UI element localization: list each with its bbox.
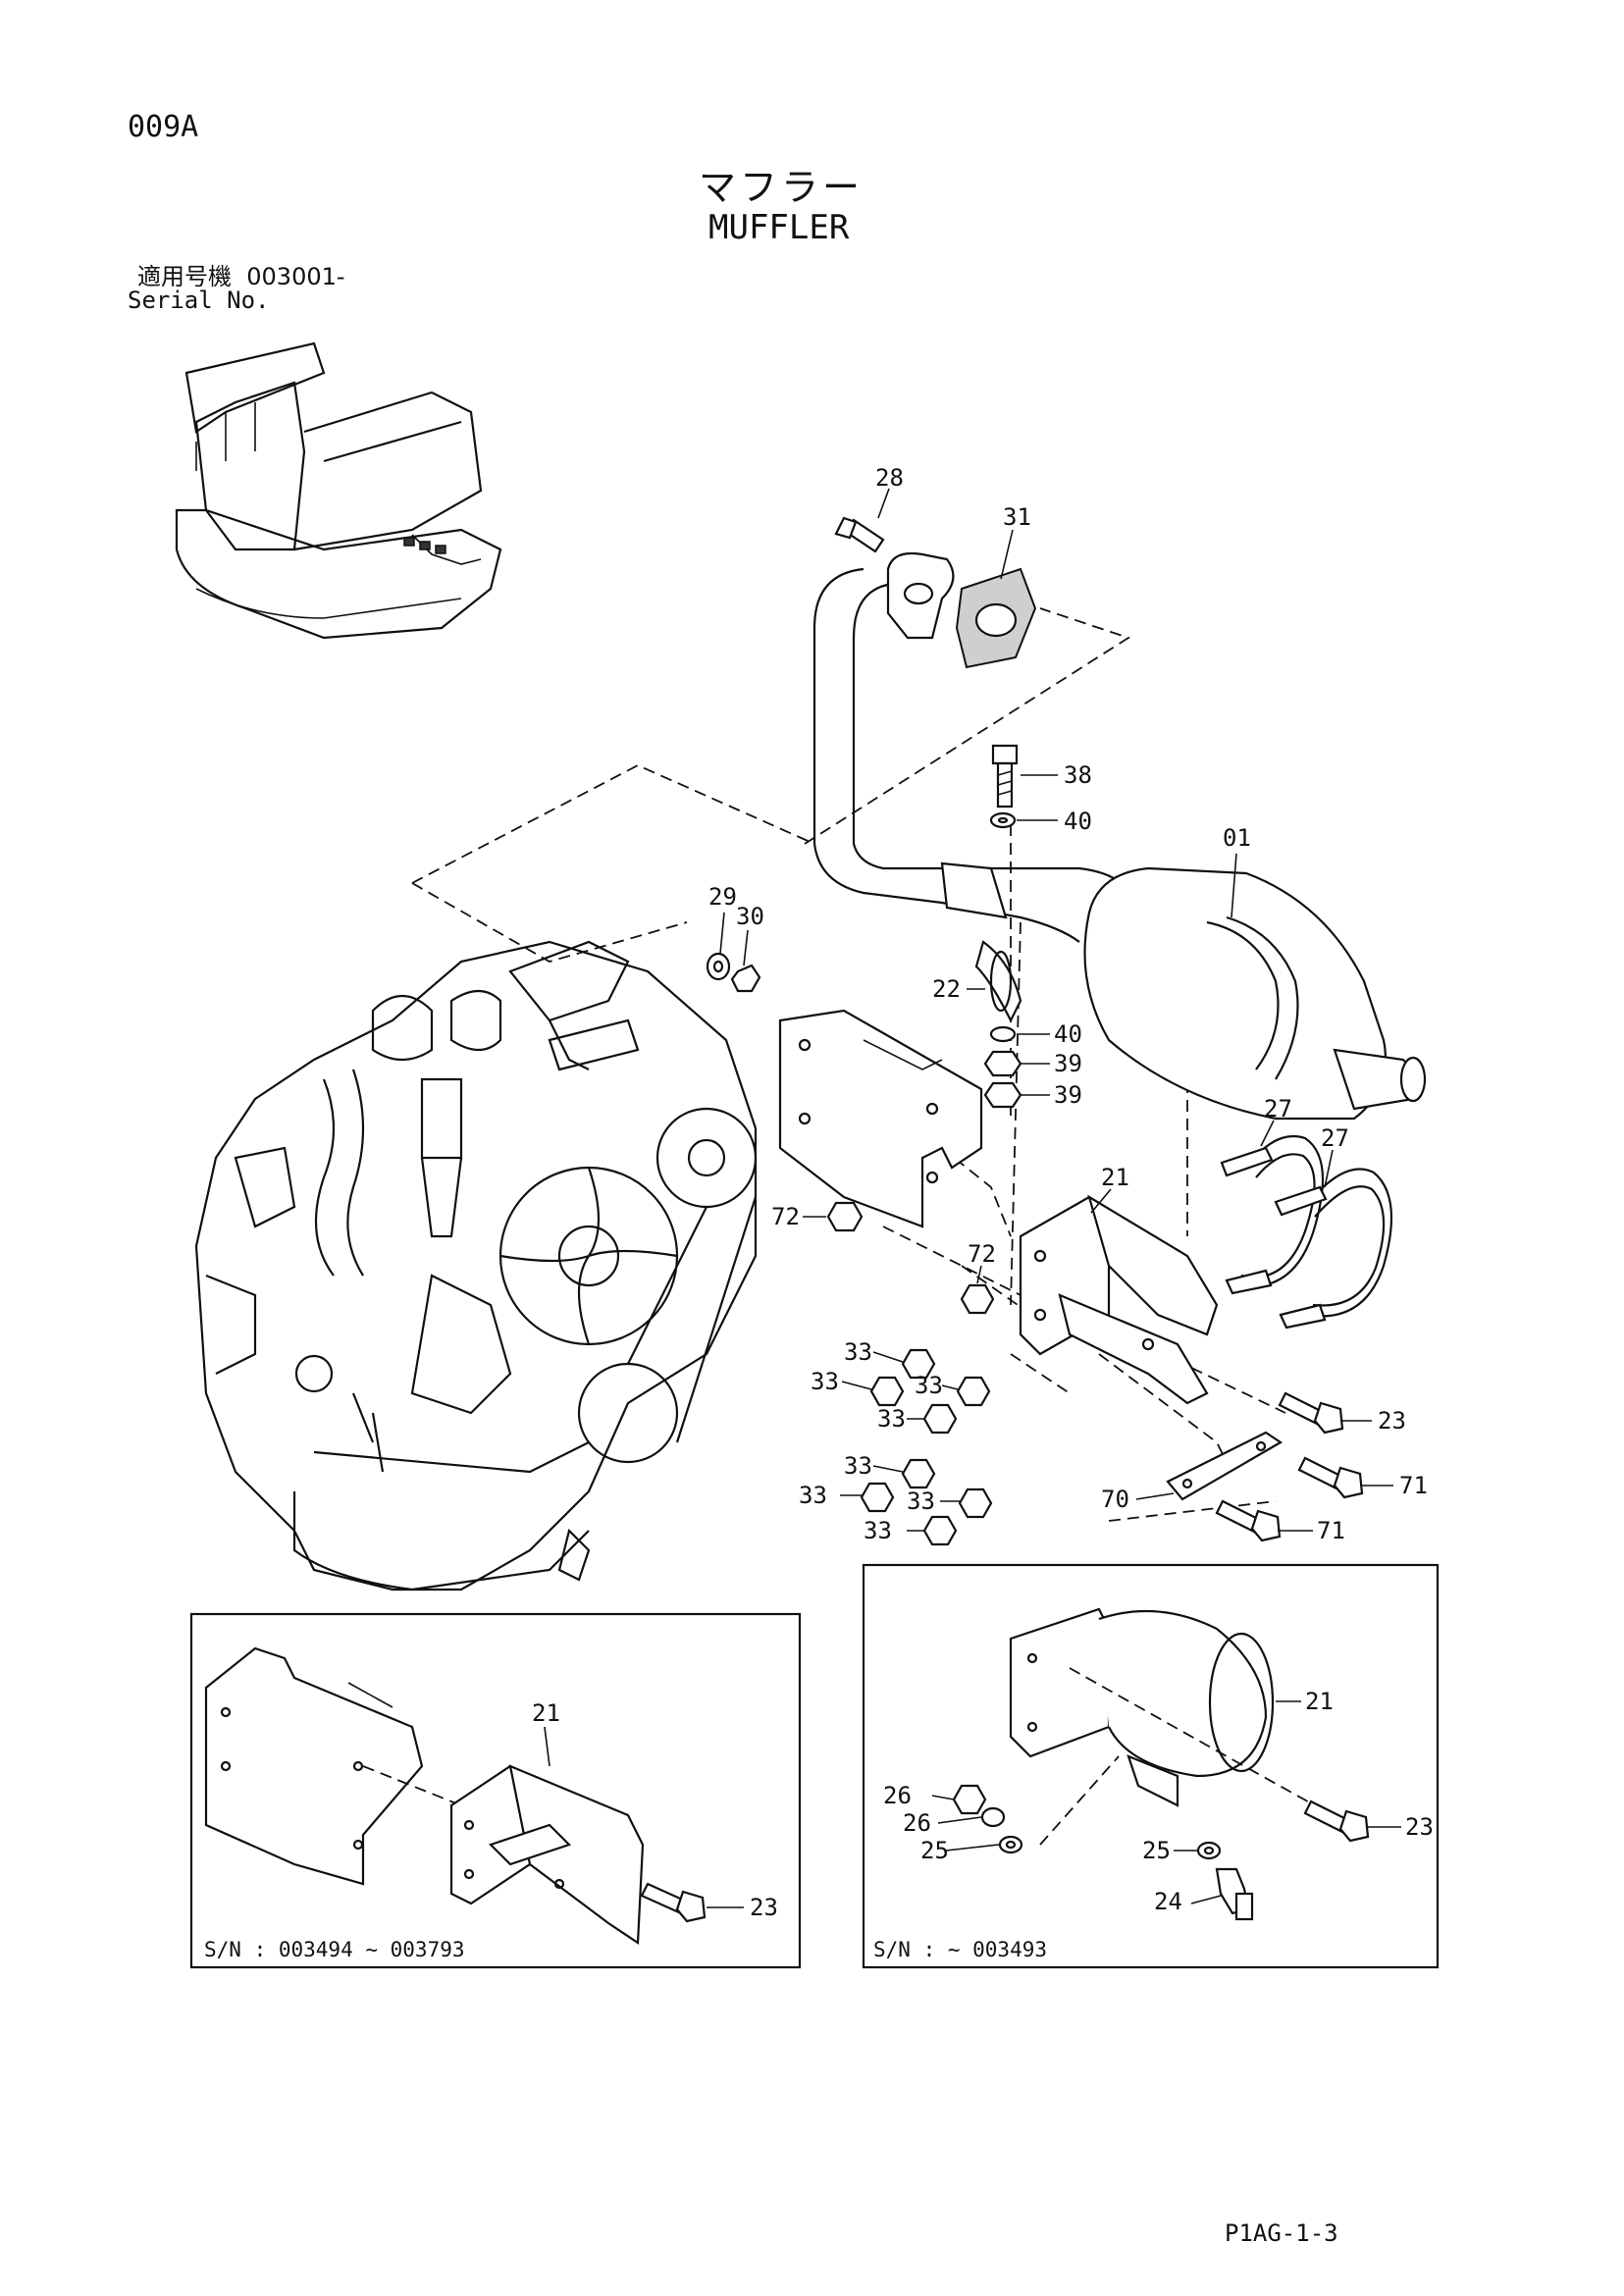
serial-label-en: Serial No. — [128, 287, 270, 314]
clamp-22 — [974, 940, 1022, 1023]
callout-33-e: 33 — [844, 1452, 872, 1480]
callout-33-g: 33 — [907, 1487, 935, 1515]
main-callouts: 28 31 38 40 01 29 30 22 40 39 39 27 27 2… — [708, 464, 1428, 1544]
panel-right-callout-25-left: 25 — [920, 1837, 949, 1864]
callout-71-upper: 71 — [1399, 1472, 1428, 1499]
callout-70: 70 — [1101, 1486, 1129, 1513]
callout-01: 01 — [1223, 824, 1251, 852]
callout-29: 29 — [708, 883, 737, 911]
bolt-28 — [834, 516, 885, 553]
nut-72-lower — [960, 1283, 995, 1315]
callout-33-f: 33 — [799, 1482, 827, 1509]
panel-right-callout-21: 21 — [1305, 1688, 1334, 1715]
gasket-31 — [955, 567, 1037, 669]
serial-value: 003001- — [246, 263, 345, 290]
inset-panel-right: 21 26 26 25 23 25 24 S/N : ~ 003493 — [862, 1563, 1440, 1969]
panel-left-callout-23: 23 — [750, 1894, 778, 1921]
footer-code: P1AG-1-3 — [1225, 2219, 1338, 2247]
callout-38: 38 — [1064, 761, 1092, 789]
callout-33-c: 33 — [915, 1372, 943, 1399]
bolt-38-stack — [983, 744, 1022, 1109]
callout-33-b: 33 — [811, 1368, 839, 1395]
callout-30: 30 — [736, 903, 764, 930]
callout-27-left: 27 — [1264, 1095, 1292, 1122]
callout-27-right: 27 — [1321, 1124, 1349, 1152]
machine-thumbnail — [175, 341, 502, 640]
callout-71-lower: 71 — [1317, 1517, 1345, 1544]
callout-31: 31 — [1003, 503, 1031, 531]
panel-right-callout-23: 23 — [1405, 1813, 1434, 1841]
callout-23: 23 — [1378, 1407, 1406, 1435]
callout-40-lower: 40 — [1054, 1020, 1082, 1048]
engine-bracket-plate — [778, 1009, 983, 1228]
callout-33-a: 33 — [844, 1338, 872, 1366]
washer-29-nut-30 — [706, 952, 761, 993]
panel-right-callout-26-upper: 26 — [883, 1782, 912, 1809]
title-english: MUFFLER — [708, 208, 850, 247]
serial-label-ja: 適用号機 003001- — [137, 257, 345, 291]
nut-72-upper — [826, 1201, 864, 1232]
plate-70 — [1166, 1431, 1283, 1501]
exhaust-pipe — [812, 551, 1129, 943]
bolt-71-lower — [1215, 1499, 1282, 1542]
muffler-bracket-21 — [1019, 1194, 1219, 1405]
nuts-33-upper — [869, 1348, 991, 1435]
panel-left-callout-21: 21 — [532, 1699, 560, 1727]
callout-39-lower: 39 — [1054, 1081, 1082, 1109]
callout-72-right: 72 — [968, 1240, 996, 1268]
bolt-71-upper — [1297, 1456, 1364, 1499]
callout-72-left: 72 — [771, 1203, 800, 1230]
callout-21: 21 — [1101, 1164, 1129, 1191]
panel-right-callout-26-lower: 26 — [903, 1809, 931, 1837]
callout-40-upper: 40 — [1064, 808, 1092, 835]
panel-left-caption: S/N : 003494 ~ 003793 — [204, 1938, 465, 1961]
panel-right-callout-24: 24 — [1154, 1888, 1182, 1915]
panel-right-caption: S/N : ~ 003493 — [873, 1938, 1047, 1961]
serial-label-ja-text: 適用号機 — [137, 263, 232, 290]
page-code: 009A — [128, 110, 199, 144]
panel-right-callout-25-right: 25 — [1142, 1837, 1171, 1864]
callout-leaders — [719, 488, 1393, 1532]
muffler-body — [1083, 866, 1427, 1121]
callout-33-d: 33 — [877, 1405, 906, 1433]
nuts-33-lower — [860, 1458, 993, 1546]
callout-39-upper: 39 — [1054, 1050, 1082, 1077]
band-clamps-27 — [1220, 1134, 1393, 1330]
inset-panel-left: 21 23 S/N : 003494 ~ 003793 — [189, 1612, 802, 1969]
bolt-23-main — [1278, 1391, 1344, 1435]
title-japanese: マフラー — [699, 166, 864, 209]
engine-assembly — [194, 940, 758, 1592]
callout-28: 28 — [875, 464, 904, 492]
callout-33-h: 33 — [864, 1517, 892, 1544]
callout-22: 22 — [932, 975, 961, 1003]
